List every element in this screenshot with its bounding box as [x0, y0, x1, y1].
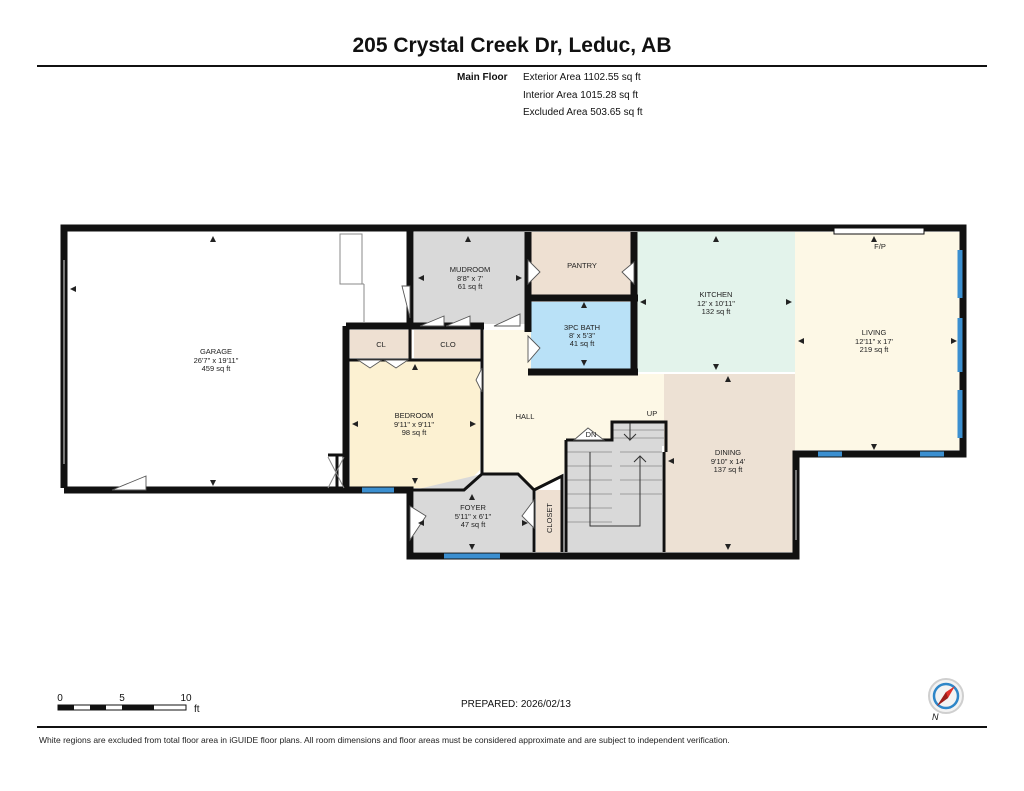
scale-tick-0: 0 [57, 693, 63, 704]
cl-floor [350, 330, 412, 358]
pantry-floor [531, 232, 635, 298]
dn-label: DN [586, 430, 597, 439]
bath-dims: 8' x 5'3" [569, 331, 595, 340]
foyer-dims: 5'11" x 6'1" [455, 512, 492, 521]
floor-name: Main Floor [457, 72, 508, 83]
mudroom-floor [414, 232, 528, 324]
kitchen-label: KITCHEN [700, 290, 733, 299]
door-swings [111, 258, 635, 542]
disclaimer: White regions are excluded from total fl… [39, 735, 730, 745]
bedroom-dims: 9'11" x 9'11" [394, 420, 434, 429]
bath-floor [531, 302, 635, 370]
bedroom-area: 98 sq ft [402, 428, 428, 437]
fireplace-label: F/P [874, 242, 886, 251]
clo-label: CLO [440, 340, 456, 349]
fixtures [327, 233, 365, 489]
compass-icon: N [924, 676, 968, 727]
dining-label: DINING [715, 448, 741, 457]
exterior-area: Exterior Area 1102.55 sq ft [523, 72, 641, 83]
kitchen-dims: 12' x 10'11" [697, 299, 735, 308]
garage-label: GARAGE [200, 347, 232, 356]
windows [362, 250, 963, 559]
cl-label: CL [376, 340, 386, 349]
mudroom-dims: 8'8" x 7' [457, 274, 484, 283]
foyer-label: FOYER [460, 503, 486, 512]
garage-door [63, 260, 797, 540]
bedroom-floor [350, 360, 480, 488]
clo-floor [414, 330, 482, 358]
kitchen-floor [637, 232, 795, 372]
living-area: 219 sq ft [860, 345, 890, 354]
scale-unit: ft [194, 704, 200, 715]
bath-area: 41 sq ft [570, 339, 596, 348]
hall-label: HALL [516, 412, 535, 421]
compass-north-label: N [932, 712, 939, 722]
bath-label: 3PC BATH [564, 323, 600, 332]
kitchen-area: 132 sq ft [702, 307, 732, 316]
closet-floor [536, 490, 562, 552]
mudroom-label: MUDROOM [450, 265, 490, 274]
garage-area: 459 sq ft [202, 364, 232, 373]
garage-dims: 26'7" x 19'11" [194, 356, 239, 365]
mudroom-area: 61 sq ft [458, 282, 484, 291]
bedroom-label: BEDROOM [395, 411, 434, 420]
footer-rule [37, 726, 987, 728]
up-label: UP [647, 409, 657, 418]
pantry-label: PANTRY [567, 261, 597, 270]
living-label: LIVING [862, 328, 887, 337]
foyer-floor [414, 474, 532, 552]
title-rule [37, 65, 987, 67]
scale-tick-10: 10 [180, 693, 192, 704]
living-floor [795, 232, 960, 450]
dining-floor [664, 374, 795, 552]
dining-area: 137 sq ft [714, 465, 744, 474]
closet-label: CLOSET [545, 503, 554, 533]
excluded-area: Excluded Area 503.65 sq ft [523, 107, 643, 118]
foyer-area: 47 sq ft [461, 520, 487, 529]
scale-bar: 0 5 10 ft [50, 690, 210, 720]
prepared-date: PREPARED: 2026/02/13 [461, 699, 571, 710]
plan-title: 205 Crystal Creek Dr, Leduc, AB [352, 34, 672, 57]
dining-dims: 9'10" x 14' [711, 457, 746, 466]
fireplace [833, 227, 925, 235]
stairs [566, 422, 664, 552]
living-dims: 12'11" x 17' [855, 337, 893, 346]
interior-area: Interior Area 1015.28 sq ft [523, 90, 639, 101]
dimension-markers [70, 236, 957, 550]
scale-tick-5: 5 [119, 693, 125, 704]
interior-walls [328, 328, 668, 552]
